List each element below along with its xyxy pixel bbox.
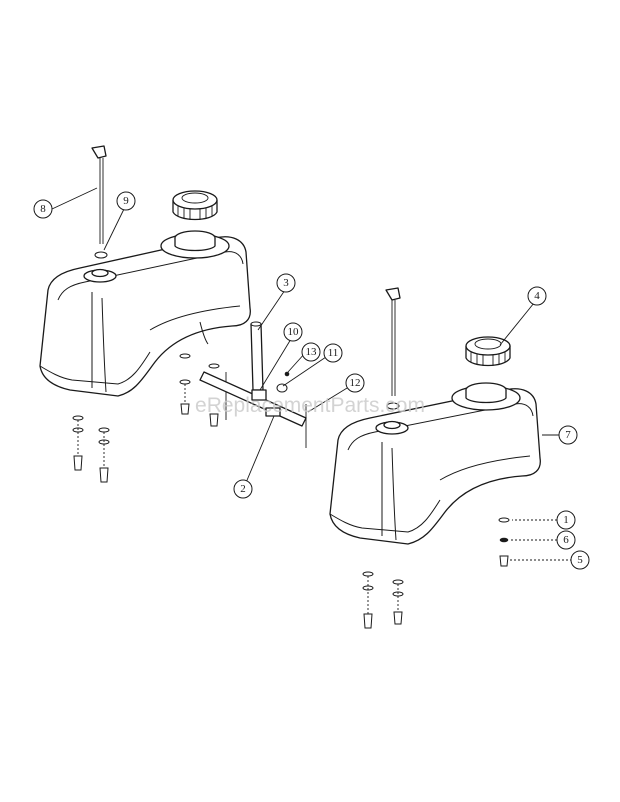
callout-13: 13 — [301, 342, 321, 362]
callout-label: 12 — [350, 377, 361, 389]
callout-10: 10 — [283, 322, 303, 342]
callout-4: 4 — [527, 286, 547, 306]
callout-label: 4 — [534, 290, 540, 302]
left-fuel-cap — [172, 190, 218, 221]
callout-3: 3 — [276, 273, 296, 293]
watermark-text: eReplacementParts.com — [195, 394, 425, 417]
callout-6: 6 — [556, 530, 576, 550]
left-tank-fasteners — [72, 353, 227, 483]
callout-9: 9 — [116, 191, 136, 211]
callout-label: 11 — [328, 347, 339, 359]
leader-lines — [51, 187, 572, 561]
callout-11: 11 — [323, 343, 343, 363]
right-fuel-sender — [385, 287, 401, 410]
callout-label: 9 — [123, 195, 129, 207]
callout-label: 5 — [577, 554, 583, 566]
left-fuel-sender — [91, 145, 108, 259]
callout-label: 13 — [306, 346, 318, 358]
left-fuel-tank — [39, 230, 251, 397]
callout-8: 8 — [33, 199, 53, 219]
right-fuel-tank — [329, 382, 541, 545]
callout-7: 7 — [558, 425, 578, 445]
right-tank-fasteners — [362, 517, 510, 629]
callout-label: 3 — [283, 277, 289, 289]
callout-label: 7 — [565, 429, 571, 441]
callout-label: 6 — [563, 534, 569, 546]
callout-12: 12 — [345, 373, 365, 393]
callout-5: 5 — [570, 550, 590, 570]
fuel-crossover-assembly — [199, 321, 307, 448]
right-fuel-cap — [465, 336, 511, 367]
callout-1: 1 — [556, 510, 576, 530]
callout-label: 2 — [240, 483, 246, 495]
callout-label: 1 — [563, 514, 569, 526]
callout-label: 10 — [288, 326, 300, 338]
callout-2: 2 — [233, 479, 253, 499]
callout-label: 8 — [40, 203, 46, 215]
